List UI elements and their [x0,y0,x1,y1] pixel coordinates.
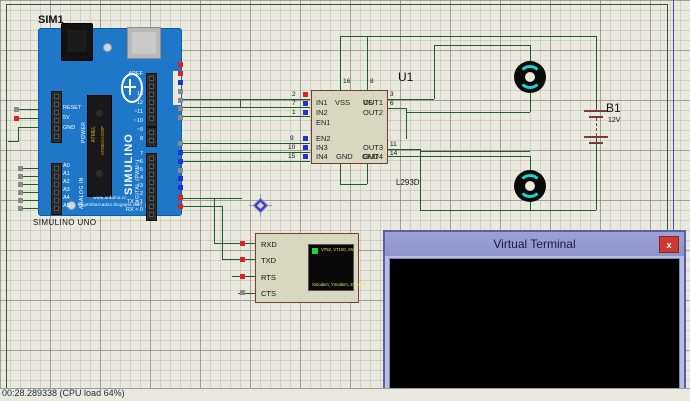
close-icon[interactable]: x [659,236,679,253]
arduino-board[interactable]: ATMEL ATMEGA328P SIMULINO RESET 5V GND P… [38,23,182,221]
battery-value: 12V [608,117,621,124]
power-jack [61,23,93,61]
usb-connector [127,27,161,59]
status-led-icon [312,248,318,254]
ic-pinno-8: 8 [370,78,374,85]
pin-label-6: ~6 [136,159,143,165]
ic-pin-out4: OUT4 [362,152,383,161]
ic-pinno-14: 14 [390,150,398,157]
pin-label-a1: A1 [63,171,70,177]
mount-hole [103,43,112,52]
simulation-status-text: 00:28.289338 (CPU load 64%) [2,388,125,398]
pin-label-aref: AREF [128,71,143,77]
ic-pinno-6: 6 [390,100,394,107]
ic-pin-in1: IN1 [316,98,328,107]
motor-hub [525,181,535,191]
serial-pin-rts: RTS [261,273,276,282]
ic-pinno-3: 3 [390,91,394,98]
pin-label-13: 13 [136,91,143,97]
ic-pin-en2: EN2 [316,134,331,143]
atmega-chip: ATMEL ATMEGA328P [87,95,112,197]
power-header[interactable] [51,91,62,143]
ic-pinno-10: 10 [288,144,296,151]
ic-pin-out2: OUT2 [362,108,383,117]
ic-pin-vs: VS [363,98,374,107]
ic-pinno-7: 7 [292,100,296,107]
pin-label-8: 8 [139,136,143,142]
ic-pin-in3: IN3 [316,143,328,152]
board-url-2: bugembarcados.blogspot.com [77,202,143,207]
pin-label-a5: A5 [63,203,70,209]
pin-label-reset: RESET [63,105,82,111]
motor-arc-icon [518,174,542,198]
pin-label-10: ~10 [133,118,143,124]
battery-reference: B1 [606,101,621,115]
serial-terminal-screen: VT52, VT100, ANSI Xmodem, Ymodem, Zmodem [308,244,367,291]
cursor-origin-marker [249,194,272,217]
pin-label-9: ~9 [136,127,143,133]
virtual-terminal-window[interactable]: Virtual Terminal x [383,230,686,401]
ic-pinno-16: 16 [343,78,351,85]
serial-screen-line2: Xmodem, Ymodem, Zmodem [312,282,367,287]
pin-label-a2: A2 [63,179,70,185]
pin-label-rx: RX < 0 [126,207,143,213]
pin-label-a3: A3 [63,187,70,193]
l293d-ic-body[interactable]: IN1 IN2 EN1 EN2 IN3 IN4 OUT1 OUT2 OUT3 O… [311,90,388,164]
board-reference: SIM1 [38,14,64,26]
ic-pin-out3: OUT3 [362,143,383,152]
ic-pinno-9: 9 [290,135,294,142]
analog-header[interactable] [51,163,62,215]
board-url-1: www.arduino.cc [93,195,127,200]
pin-label-5: ~5 [136,167,143,173]
pin-label-11: ~11 [134,109,143,115]
ic-pinno-15: 15 [288,153,296,160]
virtual-terminal-output[interactable] [389,258,680,394]
pin-label-7: 7 [139,151,143,157]
digital-header-top2[interactable] [146,127,157,147]
pin-label-a4: A4 [63,195,70,201]
motor-arc-icon [518,65,542,89]
ic-pin-in4: IN4 [316,152,328,161]
pin-label-2: 2 [139,191,143,197]
pin-label-5v: 5V [63,115,70,121]
mount-hole [67,201,76,210]
sheet-edge-right [673,0,674,386]
ic-pinno-1: 1 [292,109,296,116]
serial-pin-cts: CTS [261,289,276,298]
ic-pin-out1: OUT1 [362,98,383,107]
pin-label-4: 4 [139,175,143,181]
virtual-terminal-title: Virtual Terminal [493,237,576,251]
status-bar: 00:28.289338 (CPU load 64%) [0,388,690,401]
serial-pin-rxd: RXD [261,240,277,249]
digital-header-bottom[interactable] [146,153,157,221]
ic-pin-gnd-2: GND [362,152,379,161]
ic-pinno-11: 11 [390,141,397,148]
motor-top[interactable] [514,61,546,93]
digital-header-top[interactable] [146,73,157,127]
pin-label-12: 12 [136,100,143,106]
board-caption: SIMULINO UNO [33,218,97,227]
power-logo-icon [121,73,143,103]
ic-pinno-2: 2 [292,91,296,98]
motor-bottom[interactable] [514,170,546,202]
virtual-terminal-titlebar[interactable]: Virtual Terminal [385,232,684,256]
ic-pin-en1: EN1 [316,118,331,127]
pin-label-a0: A0 [63,163,70,169]
ic-pin-vss: VSS [335,98,351,107]
pin-label-3: ~3 [136,183,143,189]
power-group-label: POWER [81,121,87,143]
serial-terminal-component[interactable]: RXD TXD RTS CTS VT52, VT100, ANSI Xmodem… [255,233,367,303]
ic-value: L293D [396,178,420,187]
serial-pin-txd: TXD [261,256,276,265]
pin-label-tx: TX > 1 [126,199,143,205]
ic-pin-in2: IN2 [316,108,328,117]
ic-pin-gnd-1: GND [336,152,353,161]
board-notch [173,71,181,105]
motor-hub [525,72,535,82]
ic-reference: U1 [398,70,414,84]
pin-label-gnd: GND [63,125,76,131]
serial-screen-line1: VT52, VT100, ANSI [321,247,358,252]
